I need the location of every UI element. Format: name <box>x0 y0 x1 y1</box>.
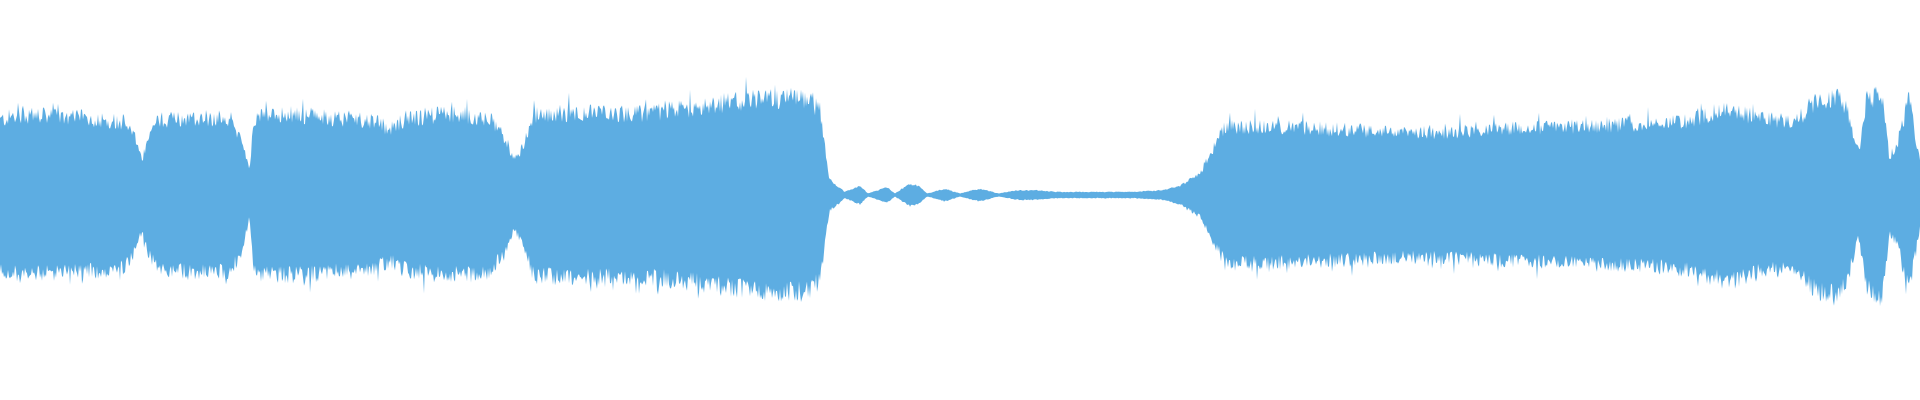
waveform-shape <box>0 76 1920 307</box>
